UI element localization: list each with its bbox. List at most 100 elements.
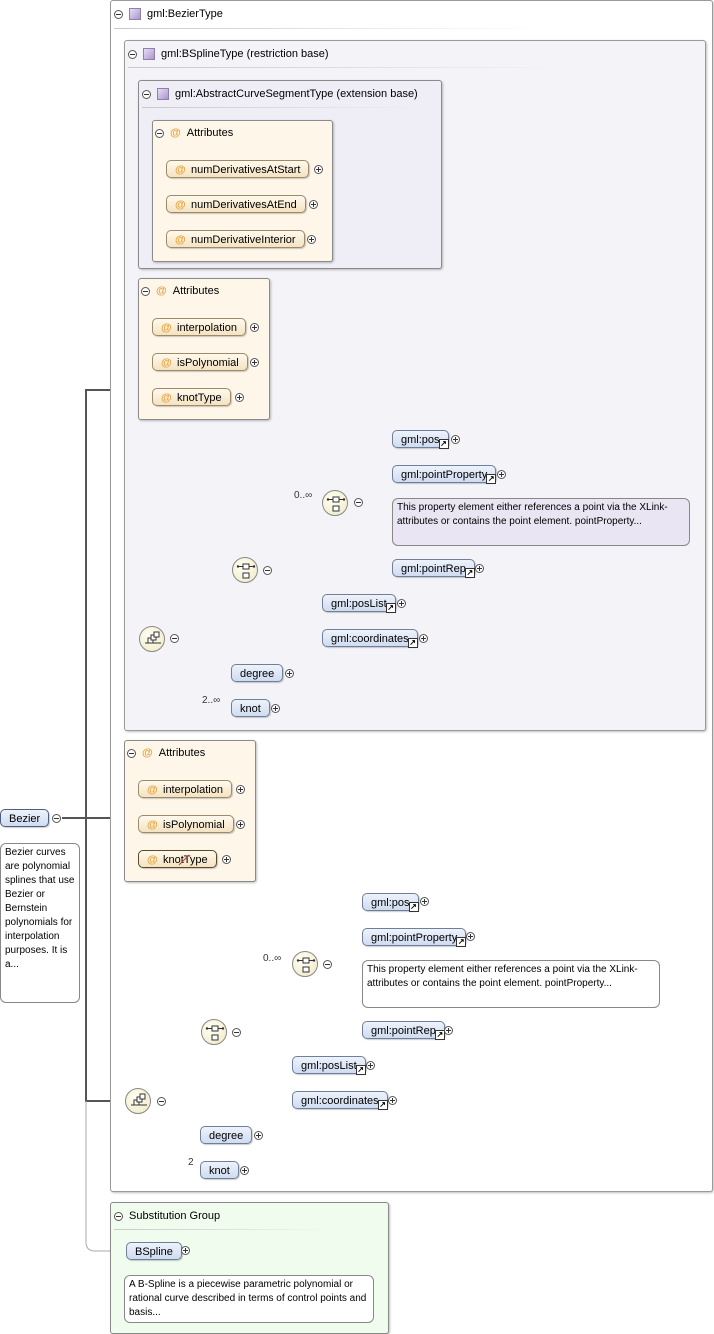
element-name: gml:coordinates xyxy=(331,633,409,645)
complex-type-icon xyxy=(143,48,155,60)
choice-compositor-icon[interactable] xyxy=(232,557,258,583)
element-degree[interactable]: degree xyxy=(200,1126,253,1144)
reference-icon: ↗ xyxy=(438,439,449,449)
element-gml-pos-list[interactable]: gml:posList↗ xyxy=(322,594,396,613)
element-gml-coordinates[interactable]: gml:coordinates↗ xyxy=(292,1091,388,1110)
attr-interpolation[interactable]: @interpolation xyxy=(138,780,232,798)
point-property-note: This property element either references … xyxy=(362,960,660,1008)
expand-icon[interactable] xyxy=(240,1166,249,1175)
attr-interpolation[interactable]: @interpolation xyxy=(152,318,246,336)
sequence-compositor-icon[interactable] xyxy=(125,1088,151,1114)
bezier-type-header: gml:BezierType xyxy=(114,8,223,20)
attr-num-derivative-interior[interactable]: @numDerivativeInterior xyxy=(166,230,305,248)
collapse-icon[interactable] xyxy=(323,960,332,969)
expand-icon[interactable] xyxy=(314,165,323,174)
expand-icon[interactable] xyxy=(397,599,406,608)
collapse-icon[interactable] xyxy=(114,9,123,19)
expand-icon[interactable] xyxy=(420,897,429,906)
attr-name: numDerivativeInterior xyxy=(191,234,296,246)
attribute-icon: @ xyxy=(175,199,186,211)
header-divider xyxy=(114,1229,334,1230)
choice-compositor-icon[interactable] xyxy=(201,1019,227,1045)
expand-icon[interactable] xyxy=(235,393,244,402)
collapse-icon[interactable] xyxy=(142,89,151,99)
expand-icon[interactable] xyxy=(451,435,460,444)
element-gml-coordinates[interactable]: gml:coordinates↗ xyxy=(322,629,418,648)
bezier-attributes-header: @ Attributes xyxy=(127,747,205,759)
collapse-icon[interactable] xyxy=(114,1211,123,1221)
reference-icon: ↗ xyxy=(408,902,419,912)
element-gml-point-property[interactable]: gml:pointProperty↗ xyxy=(392,465,497,484)
collapse-icon[interactable] xyxy=(232,1028,241,1037)
collapse-icon[interactable] xyxy=(354,498,363,507)
expand-icon[interactable] xyxy=(271,704,280,713)
element-gml-point-rep[interactable]: gml:pointRep↗ xyxy=(392,559,475,578)
attribute-icon: @ xyxy=(147,784,158,796)
collapse-icon[interactable] xyxy=(263,566,272,575)
element-gml-pos[interactable]: gml:pos↗ xyxy=(392,430,449,449)
bspline-type-header: gml:BSplineType (restriction base) xyxy=(128,48,329,60)
bspline-note: A B-Spline is a piecewise parametric pol… xyxy=(124,1275,374,1323)
expand-icon[interactable] xyxy=(250,358,259,367)
element-name: knot xyxy=(209,1165,230,1177)
element-name: degree xyxy=(209,1130,244,1142)
expand-icon[interactable] xyxy=(222,855,231,864)
attr-name: knotType xyxy=(163,854,208,866)
expand-icon[interactable] xyxy=(444,1026,453,1035)
expand-icon[interactable] xyxy=(309,200,318,209)
expand-icon[interactable] xyxy=(475,564,484,573)
attr-is-polynomial[interactable]: @isPolynomial xyxy=(138,815,234,833)
attr-num-derivatives-at-end[interactable]: @numDerivativesAtEnd xyxy=(166,195,306,213)
element-gml-point-property[interactable]: gml:pointProperty↗ xyxy=(362,928,467,947)
expand-icon[interactable] xyxy=(236,785,245,794)
attr-knot-type[interactable]: @knotType xyxy=(152,388,231,406)
header-divider xyxy=(142,107,422,108)
attr-knot-type[interactable]: @knotType xyxy=(138,850,217,868)
reference-icon: ↗ xyxy=(407,638,418,648)
attribute-icon: @ xyxy=(161,322,172,334)
attributes-label: Attributes xyxy=(186,127,234,139)
expand-icon[interactable] xyxy=(366,1061,375,1070)
element-name: gml:pos xyxy=(371,897,410,909)
attr-name: isPolynomial xyxy=(163,819,225,831)
element-bspline[interactable]: BSpline xyxy=(126,1242,182,1260)
expand-icon[interactable] xyxy=(466,932,475,941)
expand-icon[interactable] xyxy=(388,1096,397,1105)
choice-compositor-icon[interactable] xyxy=(322,490,348,516)
attr-name: numDerivativesAtStart xyxy=(191,164,301,176)
collapse-icon[interactable] xyxy=(128,49,137,59)
collapse-icon[interactable] xyxy=(127,748,136,758)
collapse-icon[interactable] xyxy=(170,634,179,643)
collapse-icon[interactable] xyxy=(52,814,61,823)
expand-icon[interactable] xyxy=(250,323,259,332)
collapse-icon[interactable] xyxy=(155,128,164,138)
element-degree[interactable]: degree xyxy=(231,664,284,682)
attr-is-polynomial[interactable]: @isPolynomial xyxy=(152,353,248,371)
element-gml-pos[interactable]: gml:pos↗ xyxy=(362,893,419,912)
expand-icon[interactable] xyxy=(419,634,428,643)
header-divider xyxy=(114,28,544,29)
expand-icon[interactable] xyxy=(307,235,316,244)
reference-icon: ↗ xyxy=(434,1030,445,1040)
expand-icon[interactable] xyxy=(181,1246,190,1255)
attr-num-derivatives-at-start[interactable]: @numDerivativesAtStart xyxy=(166,160,310,178)
expand-icon[interactable] xyxy=(236,820,245,829)
header-divider xyxy=(128,67,568,68)
element-name: Bezier xyxy=(9,813,41,825)
element-gml-pos-list[interactable]: gml:posList↗ xyxy=(292,1056,366,1075)
element-knot[interactable]: knot xyxy=(231,699,270,717)
element-gml-point-rep[interactable]: gml:pointRep↗ xyxy=(362,1021,445,1040)
collapse-icon[interactable] xyxy=(157,1097,166,1106)
attribute-icon: @ xyxy=(142,747,153,759)
complex-type-icon xyxy=(157,88,169,100)
element-knot[interactable]: knot xyxy=(200,1161,239,1179)
sequence-compositor-icon[interactable] xyxy=(139,626,165,652)
choice-compositor-icon[interactable] xyxy=(292,951,318,977)
expand-icon[interactable] xyxy=(285,669,294,678)
expand-icon[interactable] xyxy=(497,470,506,479)
complex-type-icon xyxy=(129,8,141,20)
expand-icon[interactable] xyxy=(254,1131,263,1140)
element-name: gml:posList xyxy=(301,1060,357,1072)
collapse-icon[interactable] xyxy=(141,286,150,296)
root-element-bezier[interactable]: Bezier xyxy=(0,809,50,827)
